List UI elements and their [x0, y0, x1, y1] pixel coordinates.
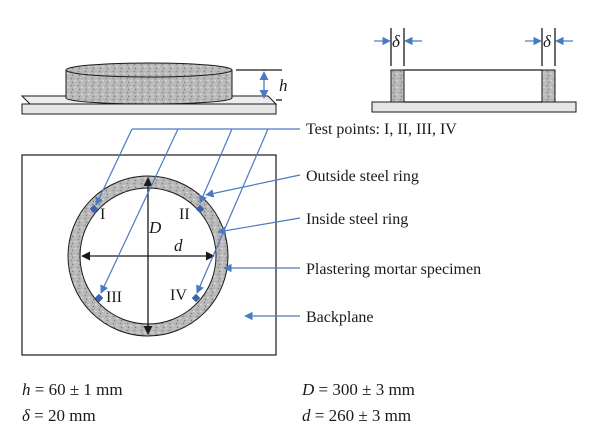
D-value-note: D = 300 ± 3 mm: [302, 380, 415, 400]
D-symbol: D: [148, 218, 162, 237]
side-view-specimen-top: [65, 62, 233, 78]
h-value-note: h = 60 ± 1 mm: [22, 380, 123, 400]
D-note-symbol: D: [302, 380, 315, 399]
h-symbol: h: [279, 76, 288, 95]
D-note-value: = 300 ± 3 mm: [318, 380, 415, 399]
outside-steel-ring-edge: [67, 175, 229, 337]
d-symbol: d: [174, 236, 183, 255]
test-points-label: Test points: I, II, III, IV: [306, 121, 457, 138]
delta-left-symbol: δ: [392, 32, 401, 51]
cross-section-view: δ δ: [371, 28, 577, 113]
cross-section-left-wall: [390, 69, 405, 103]
backplane-label: Backplane: [306, 309, 374, 326]
test-point-III-label: III: [106, 289, 122, 306]
h-note-symbol: h: [22, 380, 31, 399]
test-point-IV-label: IV: [170, 287, 187, 304]
delta-note-symbol: δ: [22, 406, 30, 425]
d-note-value: = 260 ± 3 mm: [314, 406, 412, 425]
leader-inside-ring: [217, 217, 301, 235]
test-point-IV-marker: [191, 293, 201, 303]
inside-ring-label: Inside steel ring: [306, 211, 408, 228]
test-point-II-marker: [195, 204, 205, 214]
specimen-label: Plastering mortar specimen: [306, 261, 481, 278]
delta-note-value: = 20 mm: [34, 406, 96, 425]
cross-section-plate: [371, 101, 577, 113]
delta-value-note: δ = 20 mm: [22, 406, 96, 426]
leader-outside-ring: [205, 174, 301, 198]
cross-section-right-wall: [541, 69, 556, 103]
delta-right-symbol: δ: [543, 32, 552, 51]
h-note-value: = 60 ± 1 mm: [34, 380, 123, 399]
d-note-symbol: d: [302, 406, 311, 425]
test-point-III-marker: [94, 293, 104, 303]
side-view-plate-front: [21, 103, 277, 115]
side-view-specimen-body: [65, 69, 233, 105]
test-point-II-label: II: [179, 206, 190, 223]
leader-test-point-I: [95, 128, 133, 206]
test-point-I-label: I: [100, 206, 105, 223]
test-point-I-marker: [89, 204, 99, 214]
outside-ring-label: Outside steel ring: [306, 168, 419, 185]
leader-test-point-III: [100, 128, 179, 294]
side-view: h: [20, 62, 288, 115]
leader-test-point-IV: [196, 128, 269, 294]
d-value-note: d = 260 ± 3 mm: [302, 406, 411, 426]
